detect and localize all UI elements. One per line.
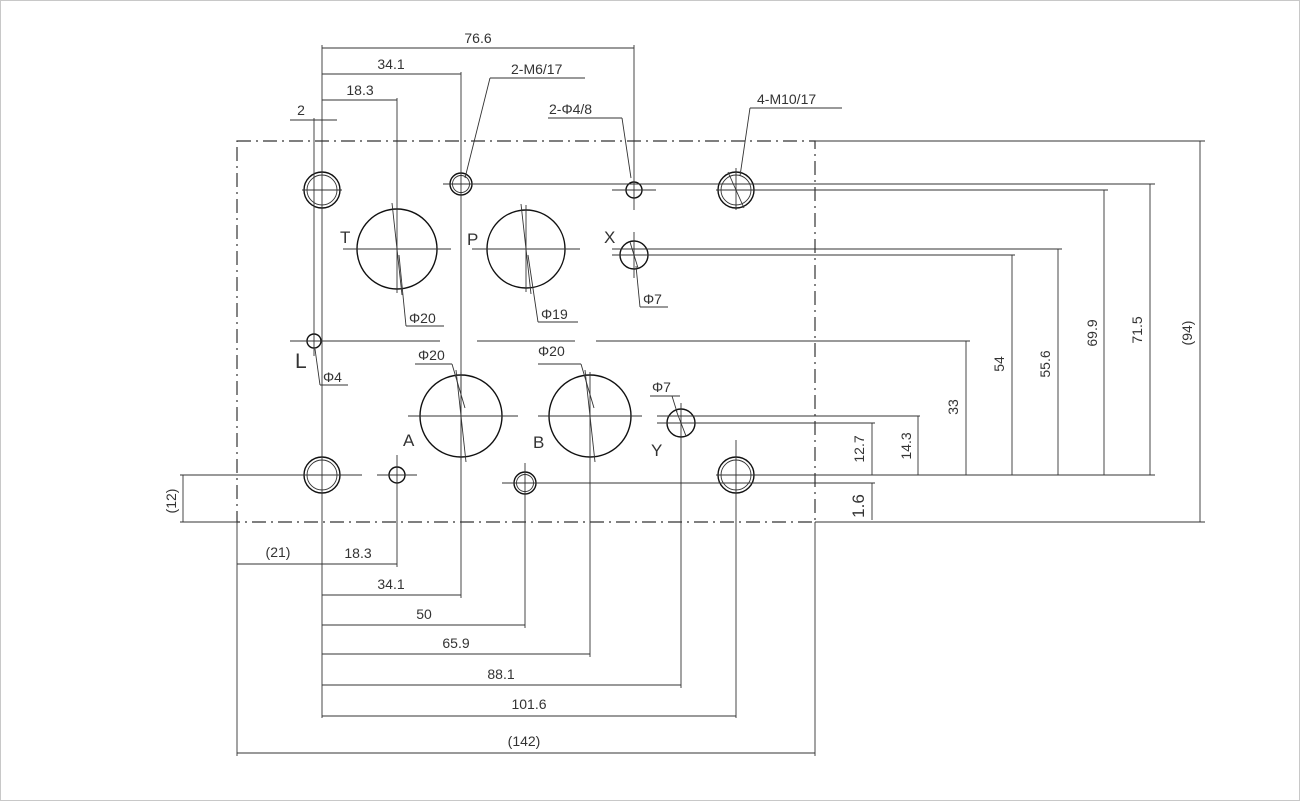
dim-18-3-bottom: 18.3 — [344, 545, 371, 561]
dim-101-6: 101.6 — [511, 696, 546, 712]
callout-dia-l: Φ4 — [323, 369, 342, 385]
callout-pin: 2-Φ4/8 — [549, 101, 592, 117]
port-label-p: P — [467, 230, 478, 249]
dim-88-1: 88.1 — [487, 666, 514, 682]
port-label-a: A — [403, 431, 415, 450]
top-dimensions: 76.6 34.1 18.3 2 — [297, 30, 492, 118]
dim-76-6: 76.6 — [464, 30, 491, 46]
dim-34-1-bottom: 34.1 — [377, 576, 404, 592]
callout-dia-t: Φ20 — [409, 310, 436, 326]
dim-1-6: 1.6 — [849, 494, 868, 518]
port-label-t: T — [340, 228, 350, 247]
dim-65-9: 65.9 — [442, 635, 469, 651]
dim-2: 2 — [297, 102, 305, 118]
plate-outline — [236, 140, 816, 523]
dimension-lines — [180, 45, 1205, 756]
right-dimensions: 12.7 14.3 33 54 55.6 69.9 71.5 (94) 1.6 — [849, 316, 1195, 518]
callout-m6: 2-M6/17 — [511, 61, 563, 77]
dim-50: 50 — [416, 606, 432, 622]
dim-12: (12) — [163, 489, 179, 514]
callout-dia-x: Φ7 — [643, 291, 662, 307]
callout-dia-p: Φ19 — [541, 306, 568, 322]
dim-14-3: 14.3 — [898, 432, 914, 459]
callout-dia-y: Φ7 — [652, 379, 671, 395]
dim-21: (21) — [266, 544, 291, 560]
dim-55-6: 55.6 — [1037, 350, 1053, 377]
dim-33: 33 — [945, 399, 961, 415]
dim-71-5: 71.5 — [1129, 316, 1145, 343]
dim-69-9: 69.9 — [1084, 319, 1100, 346]
bottom-dimensions: (21) 18.3 34.1 50 65.9 88.1 101.6 (142) — [266, 544, 547, 749]
dim-142: (142) — [508, 733, 541, 749]
port-labels: T P X L A B Y — [295, 228, 662, 460]
holes — [303, 171, 755, 495]
callout-m10: 4-M10/17 — [757, 91, 816, 107]
port-label-x: X — [604, 228, 615, 247]
dim-94: (94) — [1179, 321, 1195, 346]
dim-18-3-top: 18.3 — [346, 82, 373, 98]
port-label-l: L — [295, 350, 307, 373]
callout-dia-a: Φ20 — [418, 347, 445, 363]
callout-dia-b: Φ20 — [538, 343, 565, 359]
port-label-y: Y — [651, 441, 662, 460]
dim-34-1-top: 34.1 — [377, 56, 404, 72]
dim-12-7: 12.7 — [851, 435, 867, 462]
callouts: Φ20 Φ19 Φ7 Φ4 Φ20 Φ20 Φ7 2-M6/17 2-Φ4/8 … — [323, 61, 816, 395]
dim-54: 54 — [991, 356, 1007, 372]
port-label-b: B — [533, 433, 544, 452]
